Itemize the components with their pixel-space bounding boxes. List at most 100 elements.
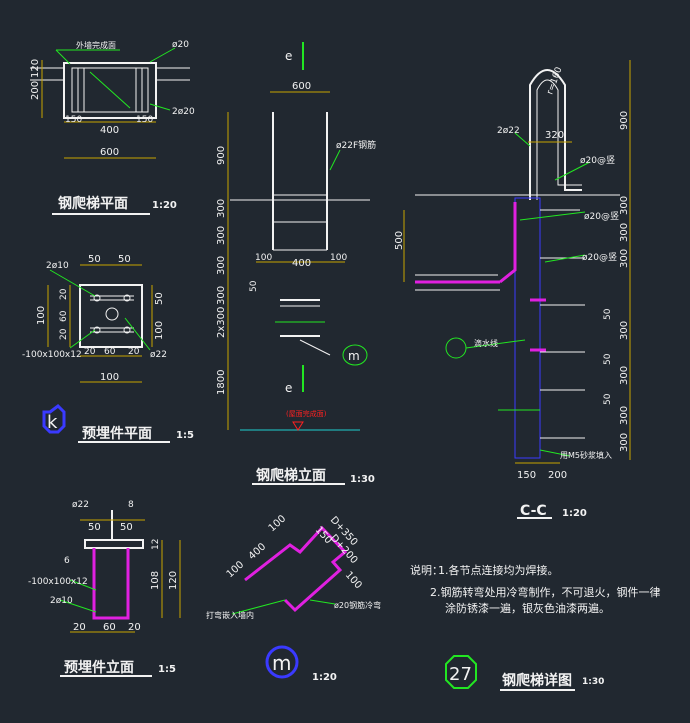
cc-title: C-C [520, 503, 547, 519]
k-marker-letter: k [47, 412, 58, 433]
cc-section-view: r=160 2ø22 320 ø20@竖 ø20@竖 ø20@竖 500 滴水线… [394, 60, 631, 519]
ladder-elevation: e 600 ø22F钢筋 e m 900 300 300 300 300 2x3… [216, 42, 376, 485]
ep-dim-t2: 50 [118, 254, 131, 265]
cc-dim-300f: 300 [619, 406, 630, 425]
plan-view: 外墙完成面 ø20 2ø20 200 120 150 400 150 600 钢… [30, 40, 195, 215]
cc-weep: 滴水线 [474, 338, 498, 348]
k-marker-octagon [42, 404, 66, 434]
elev-dim-300b: 300 [216, 226, 227, 245]
cc-dim-50a: 50 [603, 308, 613, 320]
ee-dim-108: 108 [150, 571, 161, 590]
ep-dim-b4: 100 [100, 372, 119, 383]
notes-head: 说明： [410, 563, 443, 577]
elev-dim-b100a: 100 [255, 253, 272, 263]
m-scale: 1:20 [312, 672, 337, 683]
ee-dim-20a: 20 [73, 622, 86, 633]
ep-dim-l1: 20 [59, 288, 69, 300]
detail-title-block: 27 钢爬梯详图 1:30 [445, 655, 604, 691]
ep-dim-b3: 20 [128, 347, 140, 357]
elev-scale: 1:30 [350, 474, 375, 485]
ee-6: 6 [64, 556, 70, 566]
cc-anchor-note: 用M5砂浆填入 [560, 450, 612, 460]
detail-title: 钢爬梯详图 [502, 672, 572, 689]
plan-d2-20: 2ø20 [172, 107, 195, 117]
cc-dim-300c: 300 [619, 249, 630, 268]
ee-plate: -100x100x12 [28, 577, 88, 587]
plan-title: 钢爬梯平面 [58, 195, 128, 212]
ee-8: 8 [128, 500, 134, 510]
e-marker-bot: e [285, 381, 292, 395]
detail-marker-num: 27 [449, 664, 472, 685]
ee-dim-60: 60 [103, 622, 116, 633]
elev-dim-300d: 300 [216, 286, 227, 305]
cc-dim-50b: 50 [603, 353, 613, 365]
ep-dim-b2: 60 [104, 347, 116, 357]
cc-bar20b: ø20@竖 [584, 211, 619, 222]
plan-note-top: 外墙完成面 [76, 40, 116, 50]
e-marker-top: e [285, 49, 292, 63]
elev-dim-2x300: 2x300 [216, 307, 227, 338]
ee-dim-12: 12 [151, 539, 161, 550]
ep-dim-b1: 20 [84, 347, 96, 357]
cc-dim-300d: 300 [619, 321, 630, 340]
notes-block: 说明： 1.各节点连接均为焊接。 2.钢筋转弯处用冷弯制作，不可退火，钢件一律 … [410, 563, 661, 615]
ep-dim-l4: 100 [36, 306, 47, 325]
ep-dim-l2: 60 [59, 310, 69, 322]
plan-dim-400: 400 [100, 125, 119, 136]
plan-dim-120: 120 [30, 59, 41, 78]
elev-dim-600: 600 [292, 81, 311, 92]
ep-dim-r2: 100 [154, 321, 165, 340]
md-note-bar: ø20钢筋冷弯 [334, 600, 381, 610]
cc-bot-200: 200 [548, 470, 567, 481]
ee-dim-120: 120 [168, 571, 179, 590]
notes-line3: 涂防锈漆一遍，银灰色油漆两遍。 [445, 601, 610, 615]
m-detail-view: 100 400 100 D+350 150 D+200 100 打弯嵌入墙内 ø… [206, 513, 381, 683]
plan-dim-150a: 150 [65, 115, 82, 125]
m-marker-letter: m [272, 651, 291, 675]
ep-dim-t1: 50 [88, 254, 101, 265]
plan-scale: 1:20 [152, 200, 177, 211]
cc-scale: 1:20 [562, 508, 587, 519]
ep-d22: ø22 [150, 350, 167, 360]
m-marker-circle [265, 645, 299, 679]
plan-dim-150b: 150 [136, 115, 153, 125]
floor-marker [292, 421, 304, 431]
elev-dim-1800: 1800 [216, 370, 227, 395]
detail-marker-octagon [445, 655, 477, 689]
notes-line2: 2.钢筋转弯处用冷弯制作，不可退火，钢件一律 [430, 585, 661, 599]
plan-d20: ø20 [172, 40, 189, 50]
detail-scale: 1:30 [582, 677, 604, 687]
embed-plan-scale: 1:5 [176, 430, 194, 441]
elev-m-callout: m [348, 349, 360, 363]
cc-dim-300b: 300 [619, 223, 630, 242]
elev-dim-900: 900 [216, 146, 227, 165]
md-dim-400: 400 [247, 541, 269, 562]
plan-dim-600: 600 [100, 147, 119, 158]
ep-plate: -100x100x12 [22, 350, 82, 360]
ee-d2-10: 2ø10 [50, 596, 73, 606]
cc-dim-50c: 50 [603, 393, 613, 405]
cc-bar20: ø20@竖 [580, 155, 615, 166]
md-note-left: 打弯嵌入墙内 [206, 610, 254, 620]
ee-dim-50b: 50 [120, 522, 133, 533]
elev-dim-300a: 300 [216, 199, 227, 218]
cc-dim-300e: 300 [619, 366, 630, 385]
md-dim-100c: 100 [343, 570, 364, 592]
embed-elev-title: 预埋件立面 [64, 659, 134, 676]
cc-bot-150: 150 [517, 470, 536, 481]
cc-d22: 2ø22 [497, 126, 520, 136]
elev-title: 钢爬梯立面 [256, 467, 326, 484]
elev-floor-label: (屋面完成面) [286, 409, 327, 418]
plan-dim-200: 200 [30, 81, 41, 100]
embed-elev-scale: 1:5 [158, 664, 176, 675]
cc-dim-900: 900 [619, 111, 630, 130]
ee-d22: ø22 [72, 500, 89, 510]
embed-elevation-view: ø22 8 6 -100x100x12 2ø10 50 50 12 108 12… [28, 500, 181, 677]
ep-d2-10: 2ø10 [46, 261, 69, 271]
cc-dim-300g: 300 [619, 433, 630, 452]
embed-plan-view: 2ø10 -100x100x12 ø22 50 50 20 60 20 100 … [22, 254, 194, 443]
ep-dim-l3: 20 [59, 328, 69, 340]
elev-dim-300c: 300 [216, 256, 227, 275]
